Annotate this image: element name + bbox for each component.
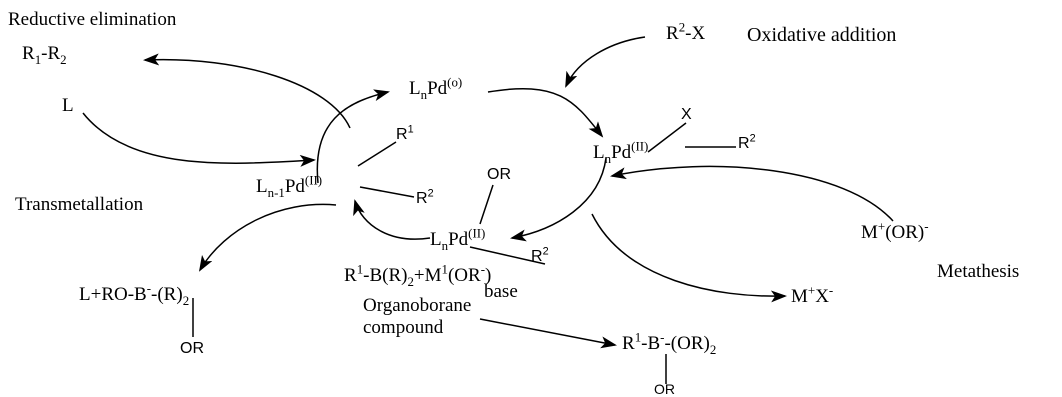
bond-pd-x bbox=[647, 122, 687, 153]
species-pdii-left: Ln-1Pd(II) bbox=[256, 172, 323, 200]
species-boron-reagent: R1-B(R)2+M1(OR-) bbox=[344, 261, 492, 289]
species-r2-left: R2 bbox=[416, 187, 434, 207]
arrow-oxidative-addition bbox=[565, 36, 646, 88]
species-or-right: OR bbox=[654, 381, 675, 397]
species-product: R1-R2 bbox=[22, 43, 67, 67]
label-transmetallation: Transmetallation bbox=[15, 194, 144, 215]
label-metathesis: Metathesis bbox=[937, 261, 1020, 282]
bond-pd-r2-left bbox=[359, 186, 415, 198]
arrow-bottom-to-left bbox=[353, 199, 431, 240]
species-pdii-bottom: LnPd(II) bbox=[430, 225, 486, 253]
arrow-pdii-to-bottom bbox=[510, 157, 607, 242]
species-pd0: LnPd(o) bbox=[409, 74, 463, 102]
species-ligand: L bbox=[62, 95, 74, 116]
arrow-ligand-in bbox=[82, 112, 316, 167]
label-compound: compound bbox=[363, 317, 444, 338]
species-halide: R2-X bbox=[666, 19, 706, 44]
arrow-to-borate-right bbox=[479, 318, 617, 349]
species-pdii-top: LnPd(II) bbox=[593, 138, 649, 166]
label-base: base bbox=[484, 281, 518, 302]
label-organoborane: Organoborane bbox=[363, 295, 472, 316]
arrow-reductive-elimination bbox=[143, 53, 351, 129]
species-or-left: OR bbox=[180, 340, 204, 357]
arrow-salt-out bbox=[591, 213, 787, 303]
label-oxidative-addition: Oxidative addition bbox=[747, 24, 897, 46]
arrow-to-borate-left bbox=[198, 203, 337, 272]
species-borate-left: L+RO-B--(R)2 bbox=[79, 280, 190, 308]
bond-pd-r1 bbox=[357, 141, 397, 167]
species-borate-right: R1-B--(OR)2 bbox=[622, 329, 717, 357]
arrow-alkoxide-in bbox=[610, 165, 894, 222]
species-x: X bbox=[681, 106, 692, 123]
bond-or-pd bbox=[479, 184, 494, 225]
species-or-center: OR bbox=[487, 166, 511, 183]
arrow-pd0-to-pdii bbox=[487, 87, 604, 138]
species-r2-bottom: R2 bbox=[531, 245, 549, 265]
species-r2-top: R2 bbox=[738, 132, 756, 152]
arrow-to-pd0 bbox=[316, 89, 390, 184]
species-salt: M+X- bbox=[791, 282, 834, 307]
species-alkoxide: M+(OR)- bbox=[861, 218, 929, 243]
label-reductive-elimination: Reductive elimination bbox=[8, 9, 177, 30]
species-r1-left: R1 bbox=[396, 123, 414, 143]
bond-pd-r2-bottom bbox=[469, 246, 546, 265]
